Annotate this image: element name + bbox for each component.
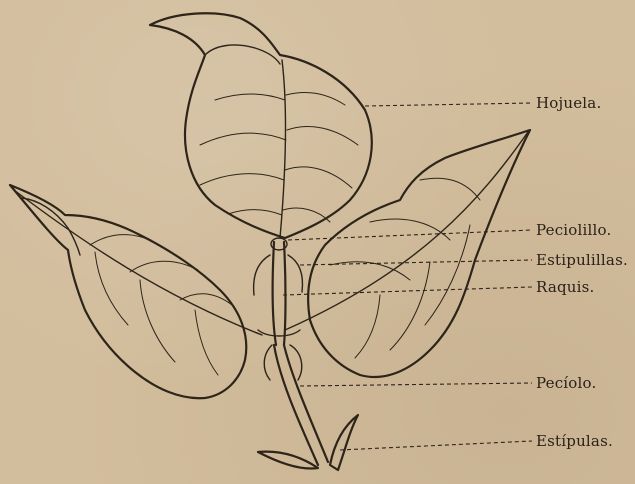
estipula-left [258, 452, 318, 469]
label-raquis: Raquis. [536, 279, 595, 295]
leader-raquis [283, 287, 532, 295]
top-leaflet-vein [200, 133, 286, 145]
leader-peciolo [300, 383, 532, 386]
top-leaflet-vein [228, 210, 282, 215]
left-leaflet-outline [10, 185, 246, 398]
top-leaflet-fold [205, 45, 280, 64]
peciolo [274, 345, 318, 465]
right-leaflet-vein [355, 295, 380, 358]
leader-hojuela [365, 103, 532, 106]
top-leaflet-vein [285, 167, 352, 188]
top-leaflet-vein [215, 94, 285, 100]
right-leaflet-outline [308, 130, 530, 377]
left-leaflet-vein [95, 252, 128, 325]
leaflet-joint [258, 330, 300, 336]
label-peciolo: Pecíolo. [536, 375, 596, 391]
estipula-right [330, 415, 358, 470]
label-estipulas: Estípulas. [536, 433, 613, 449]
petiole-stipule-left [264, 345, 272, 380]
top-leaflet-vein [287, 126, 358, 145]
top-leaflet-vein [286, 92, 345, 105]
left-leaflet-fold [22, 198, 80, 255]
raquis-right-edge [284, 242, 286, 345]
left-leaflet-vein [195, 310, 218, 375]
right-leaflet-vein [370, 219, 450, 240]
right-leaflet-vein [420, 178, 480, 200]
estipulillas-left [254, 255, 270, 295]
label-peciolillo: Peciolillo. [536, 222, 611, 238]
estipulillas-right [288, 255, 302, 292]
raquis [273, 242, 276, 345]
leader-peciolillo [288, 230, 532, 240]
label-estipulillas: Estipulillas. [536, 252, 628, 268]
right-leaflet-vein [390, 262, 430, 350]
top-leaflet-outline [150, 13, 372, 238]
right-leaflet-midrib [285, 132, 528, 330]
leader-estipulas [340, 441, 532, 450]
petiole-stipule-right [290, 345, 302, 380]
top-leaflet-vein [200, 174, 284, 185]
label-hojuela: Hojuela. [536, 95, 601, 111]
top-leaflet-midrib [280, 60, 286, 238]
